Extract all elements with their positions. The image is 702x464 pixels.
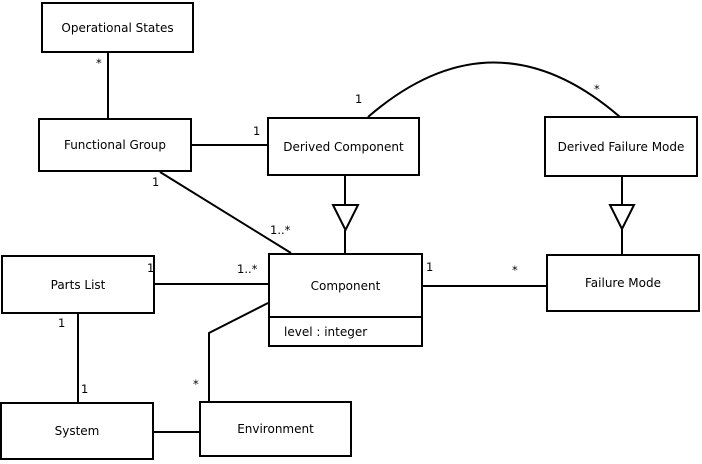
mult-component-failure-mode-end: 1 xyxy=(426,260,434,274)
mult-parts-list-component-end: 1 xyxy=(147,261,155,275)
class-system[interactable]: System xyxy=(0,402,154,460)
class-derived-failure-mode[interactable]: Derived Failure Mode xyxy=(544,116,698,177)
mult-component-functional-group-end: 1..* xyxy=(270,223,291,237)
association-arc-derived-component-derived-failure-mode xyxy=(367,61,621,118)
association-line-functional-group-component xyxy=(159,171,292,254)
class-name-operational-states: Operational States xyxy=(61,20,174,35)
class-functional-group[interactable]: Functional Group xyxy=(38,118,192,172)
mult-derived-component-left-end: 1 xyxy=(253,124,261,138)
class-name-failure-mode: Failure Mode xyxy=(585,276,661,290)
class-component[interactable]: Component level : integer xyxy=(268,253,423,347)
class-name-environment: Environment xyxy=(237,422,314,436)
mult-parts-list-system-end: 1 xyxy=(58,316,66,330)
mult-operational-states-end: * xyxy=(96,56,102,70)
mult-failure-mode-component-end: * xyxy=(512,263,518,277)
mult-arc-derived-failure-mode-end: * xyxy=(594,82,600,96)
mult-system-parts-list-end: 1 xyxy=(81,382,89,396)
class-failure-mode[interactable]: Failure Mode xyxy=(546,254,700,312)
generalization-triangle-derived-failure-mode xyxy=(608,204,636,232)
class-name-system: System xyxy=(54,424,100,438)
association-line-environment-component xyxy=(208,302,269,401)
class-operational-states[interactable]: Operational States xyxy=(41,2,194,53)
mult-environment-component-end: * xyxy=(193,377,199,391)
mult-arc-derived-component-end: 1 xyxy=(355,92,363,106)
class-environment[interactable]: Environment xyxy=(199,401,352,457)
component-attributes-compartment: level : integer xyxy=(270,316,421,345)
mult-functional-group-component-end: 1 xyxy=(152,175,160,189)
class-name-component: Component xyxy=(310,278,381,293)
generalization-triangle-derived-component xyxy=(331,204,360,233)
class-name-derived-component: Derived Component xyxy=(283,139,404,154)
attribute-level-integer: level : integer xyxy=(284,324,368,339)
class-parts-list[interactable]: Parts List xyxy=(1,255,155,314)
mult-component-parts-list-end: 1..* xyxy=(237,262,258,276)
class-name-derived-failure-mode: Derived Failure Mode xyxy=(557,139,685,154)
class-name-parts-list: Parts List xyxy=(50,277,106,292)
class-name-functional-group: Functional Group xyxy=(63,138,167,152)
class-derived-component[interactable]: Derived Component xyxy=(267,117,420,176)
